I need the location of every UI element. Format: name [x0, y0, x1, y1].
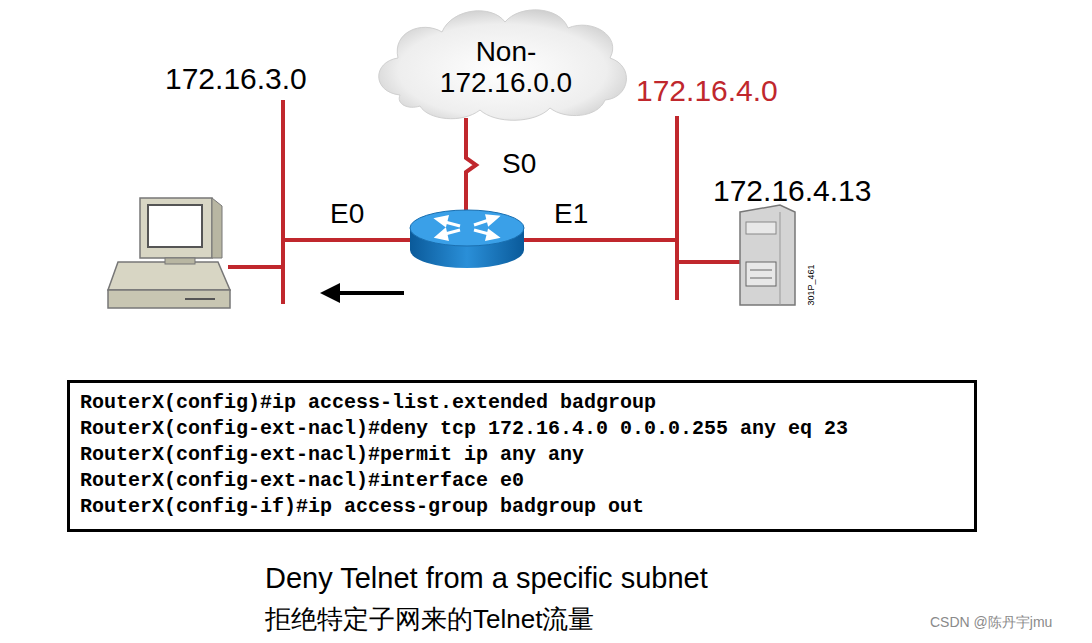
ethernet-segment: [281, 100, 285, 304]
figure-id: 301P_461: [806, 264, 816, 305]
network-label: S0: [502, 148, 536, 180]
cloud-node: Non- 172.16.0.0: [418, 36, 594, 98]
e1-link: [518, 238, 677, 242]
watermark: CSDN @陈丹宇jmu: [930, 614, 1052, 632]
network-label: 172.16.4.0: [636, 74, 778, 108]
pc-icon: [108, 198, 230, 308]
pc-link: [228, 265, 283, 269]
network-label: E1: [554, 198, 588, 230]
ethernet-segment: [675, 116, 679, 300]
direction-arrow: [320, 283, 404, 303]
code-line: RouterX(config-if)#ip access-group badgr…: [80, 494, 964, 520]
network-label: 172.16.3.0: [165, 62, 307, 96]
code-line: RouterX(config-ext-nacl)#interface e0: [80, 468, 964, 494]
e0-link: [283, 238, 415, 242]
network-label: 拒绝特定子网来的Telnet流量: [265, 602, 594, 637]
serial-link: [466, 118, 476, 212]
cloud-shape: [379, 10, 627, 120]
code-box: RouterX(config)#ip access-list.extended …: [67, 380, 977, 532]
code-line: RouterX(config)#ip access-list.extended …: [80, 390, 964, 416]
router-symbol: [410, 210, 524, 268]
network-label: E0: [330, 198, 364, 230]
code-line: RouterX(config-ext-nacl)#deny tcp 172.16…: [80, 416, 964, 442]
server-icon: [740, 205, 795, 305]
server-link: [677, 260, 740, 264]
code-line: RouterX(config-ext-nacl)#permit ip any a…: [80, 442, 964, 468]
network-label: 172.16.4.13: [713, 174, 871, 208]
caption: Deny Telnet from a specific subnet: [265, 562, 708, 595]
cloud-text: Non- 172.16.0.0: [418, 36, 594, 98]
